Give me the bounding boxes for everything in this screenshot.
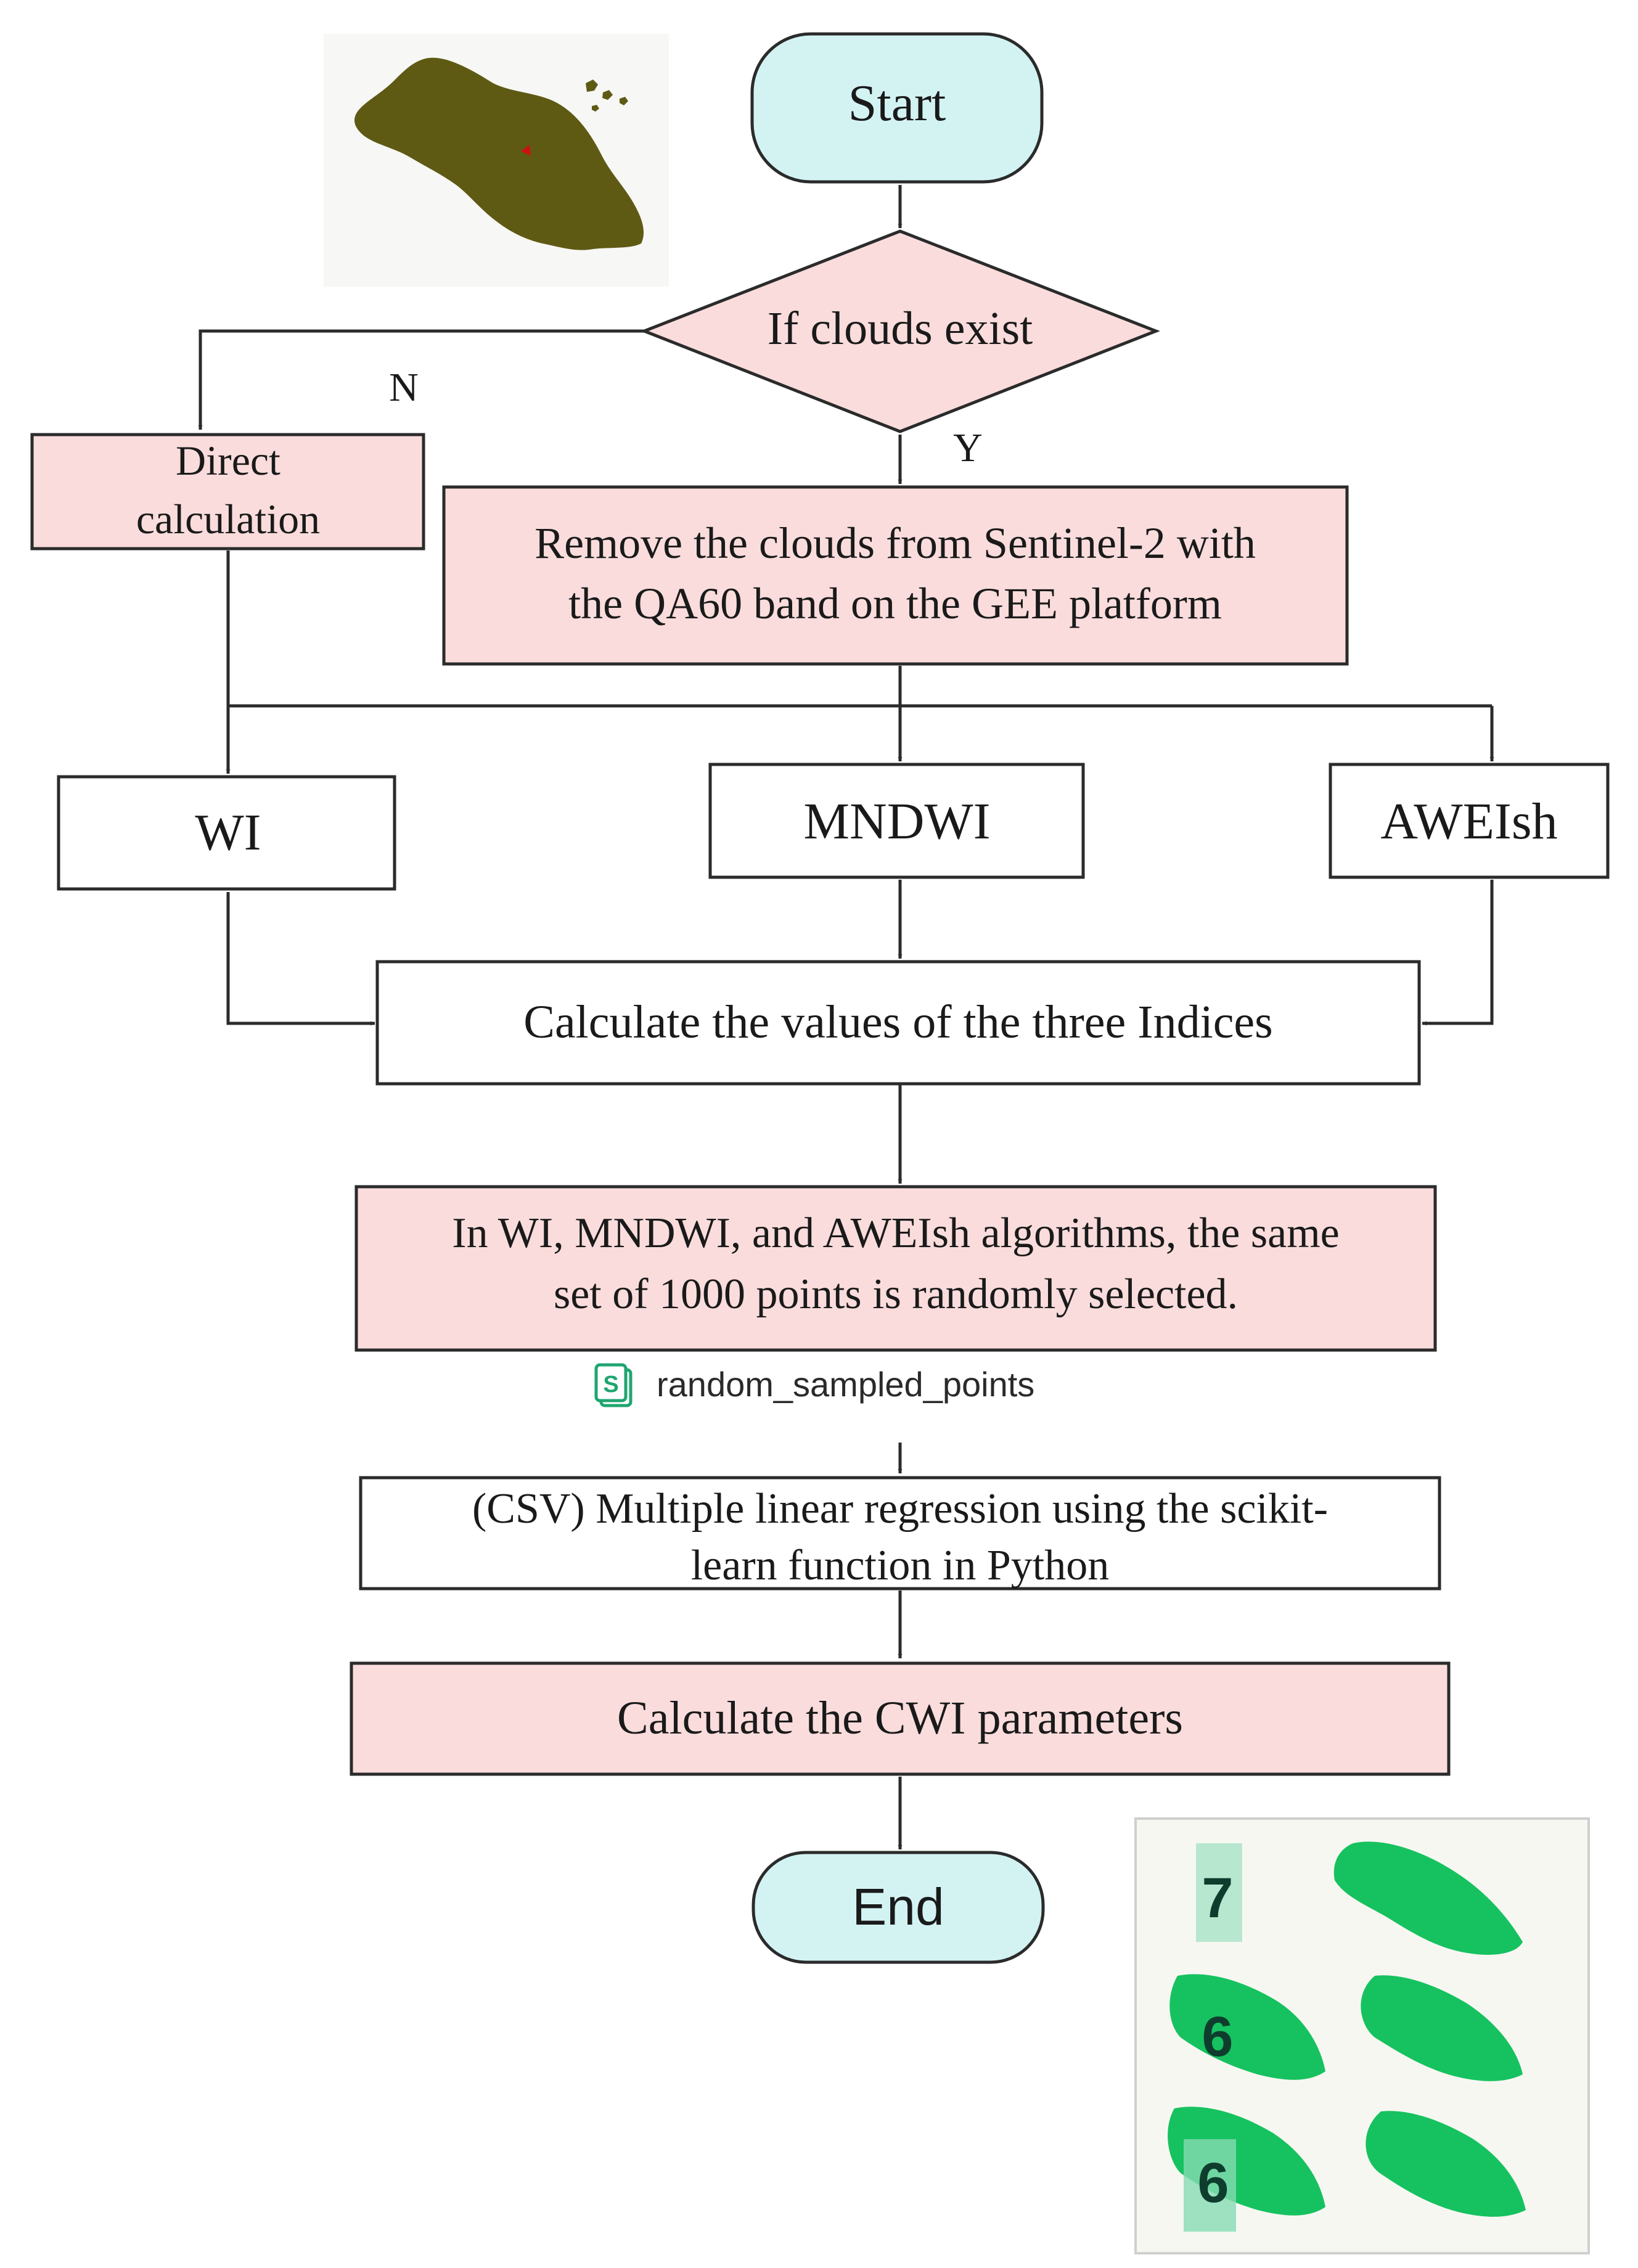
edge-aweish-to-calc xyxy=(1422,880,1494,1026)
start-terminal xyxy=(750,32,1044,184)
remove-clouds-box xyxy=(442,485,1349,666)
random-selection-node: In WI, MNDWI, and AWEIsh algorithms, the… xyxy=(354,1185,1437,1352)
aweish-box xyxy=(1329,763,1610,879)
file-label: random_sampled_points xyxy=(657,1365,1034,1404)
map-landmass xyxy=(354,57,644,250)
map-island xyxy=(592,105,599,112)
regression-box xyxy=(359,1476,1441,1590)
random-selection-box xyxy=(354,1185,1437,1352)
aweish-node: AWEIsh xyxy=(1329,763,1610,879)
direct-calculation-box xyxy=(30,433,425,551)
map-island xyxy=(620,97,628,105)
aweish-label: AWEIsh xyxy=(1380,793,1557,850)
random-selection-line-2: set of 1000 points is randomly selected. xyxy=(554,1271,1238,1318)
end-label: End xyxy=(852,1878,944,1936)
regression-node: (CSV) Multiple linear regression using t… xyxy=(359,1476,1441,1590)
edge-decision-no xyxy=(198,329,644,430)
thumbnail-map xyxy=(1169,1974,1325,2080)
thumbnail-tab-3 xyxy=(1184,2139,1236,2232)
wi-box xyxy=(57,775,396,891)
end-terminal xyxy=(751,1851,1045,1964)
start-label: Start xyxy=(848,75,946,132)
random-selection-line-1: In WI, MNDWI, and AWEIsh algorithms, the… xyxy=(452,1210,1339,1257)
thumbnail-digit-3: 6 xyxy=(1197,2151,1229,2214)
thumbnail-map xyxy=(1366,2111,1526,2217)
spreadsheet-icon-glyph: S xyxy=(603,1372,618,1398)
direct-calculation-line-1: Direct xyxy=(176,437,281,484)
sampled-points-file: S random_sampled_points xyxy=(594,1363,1034,1407)
branch-no-label: N xyxy=(389,365,419,410)
cwi-parameters-node: Calculate the CWI parameters xyxy=(350,1661,1451,1776)
flow-edges xyxy=(198,185,1494,1849)
thumbnail-map xyxy=(1333,1841,1523,1955)
spreadsheet-icon-front xyxy=(594,1363,628,1402)
thumbnail-map xyxy=(1361,1975,1523,2081)
wi-node: WI xyxy=(57,775,396,891)
thumbnail-digit-2: 6 xyxy=(1202,2005,1233,2068)
edge-wi-to-calc xyxy=(226,892,375,1026)
direct-calculation-line-2: calculation xyxy=(136,496,320,542)
calc-indices-label: Calculate the values of the three Indice… xyxy=(523,996,1272,1048)
branch-yes-label: Y xyxy=(953,425,983,470)
remove-clouds-line-2: the QA60 band on the GEE platform xyxy=(568,579,1222,628)
wi-label: WI xyxy=(195,804,261,861)
study-area-map xyxy=(324,34,669,287)
cwi-parameters-box xyxy=(350,1661,1451,1776)
end-node: End xyxy=(751,1851,1045,1964)
decision-label: If clouds exist xyxy=(768,303,1033,354)
mndwi-label: MNDWI xyxy=(803,793,990,850)
direct-calculation-node: Direct calculation xyxy=(30,433,425,551)
map-study-point xyxy=(521,145,531,156)
cwi-parameters-label: Calculate the CWI parameters xyxy=(617,1692,1183,1744)
decision-node: If clouds exist xyxy=(640,229,1160,433)
regression-line-1: (CSV) Multiple linear regression using t… xyxy=(472,1485,1328,1533)
regression-line-2: learn function in Python xyxy=(691,1542,1110,1589)
spreadsheet-icon: S xyxy=(594,1363,633,1407)
remove-clouds-node: Remove the clouds from Sentinel-2 with t… xyxy=(442,485,1349,666)
decision-diamond xyxy=(640,229,1160,433)
remove-clouds-line-1: Remove the clouds from Sentinel-2 with xyxy=(534,518,1256,568)
calc-indices-node: Calculate the values of the three Indice… xyxy=(375,960,1421,1086)
map-island xyxy=(586,80,598,92)
calc-indices-box xyxy=(375,960,1421,1086)
map-island xyxy=(602,90,613,100)
mndwi-node: MNDWI xyxy=(708,763,1085,879)
mndwi-box xyxy=(708,763,1085,879)
start-node: Start xyxy=(750,32,1044,184)
thumbnail-digit-1: 7 xyxy=(1202,1867,1233,1930)
result-thumbnails: 7 6 6 xyxy=(1134,1817,1590,2254)
thumbnail-tab-1 xyxy=(1196,1843,1242,1942)
